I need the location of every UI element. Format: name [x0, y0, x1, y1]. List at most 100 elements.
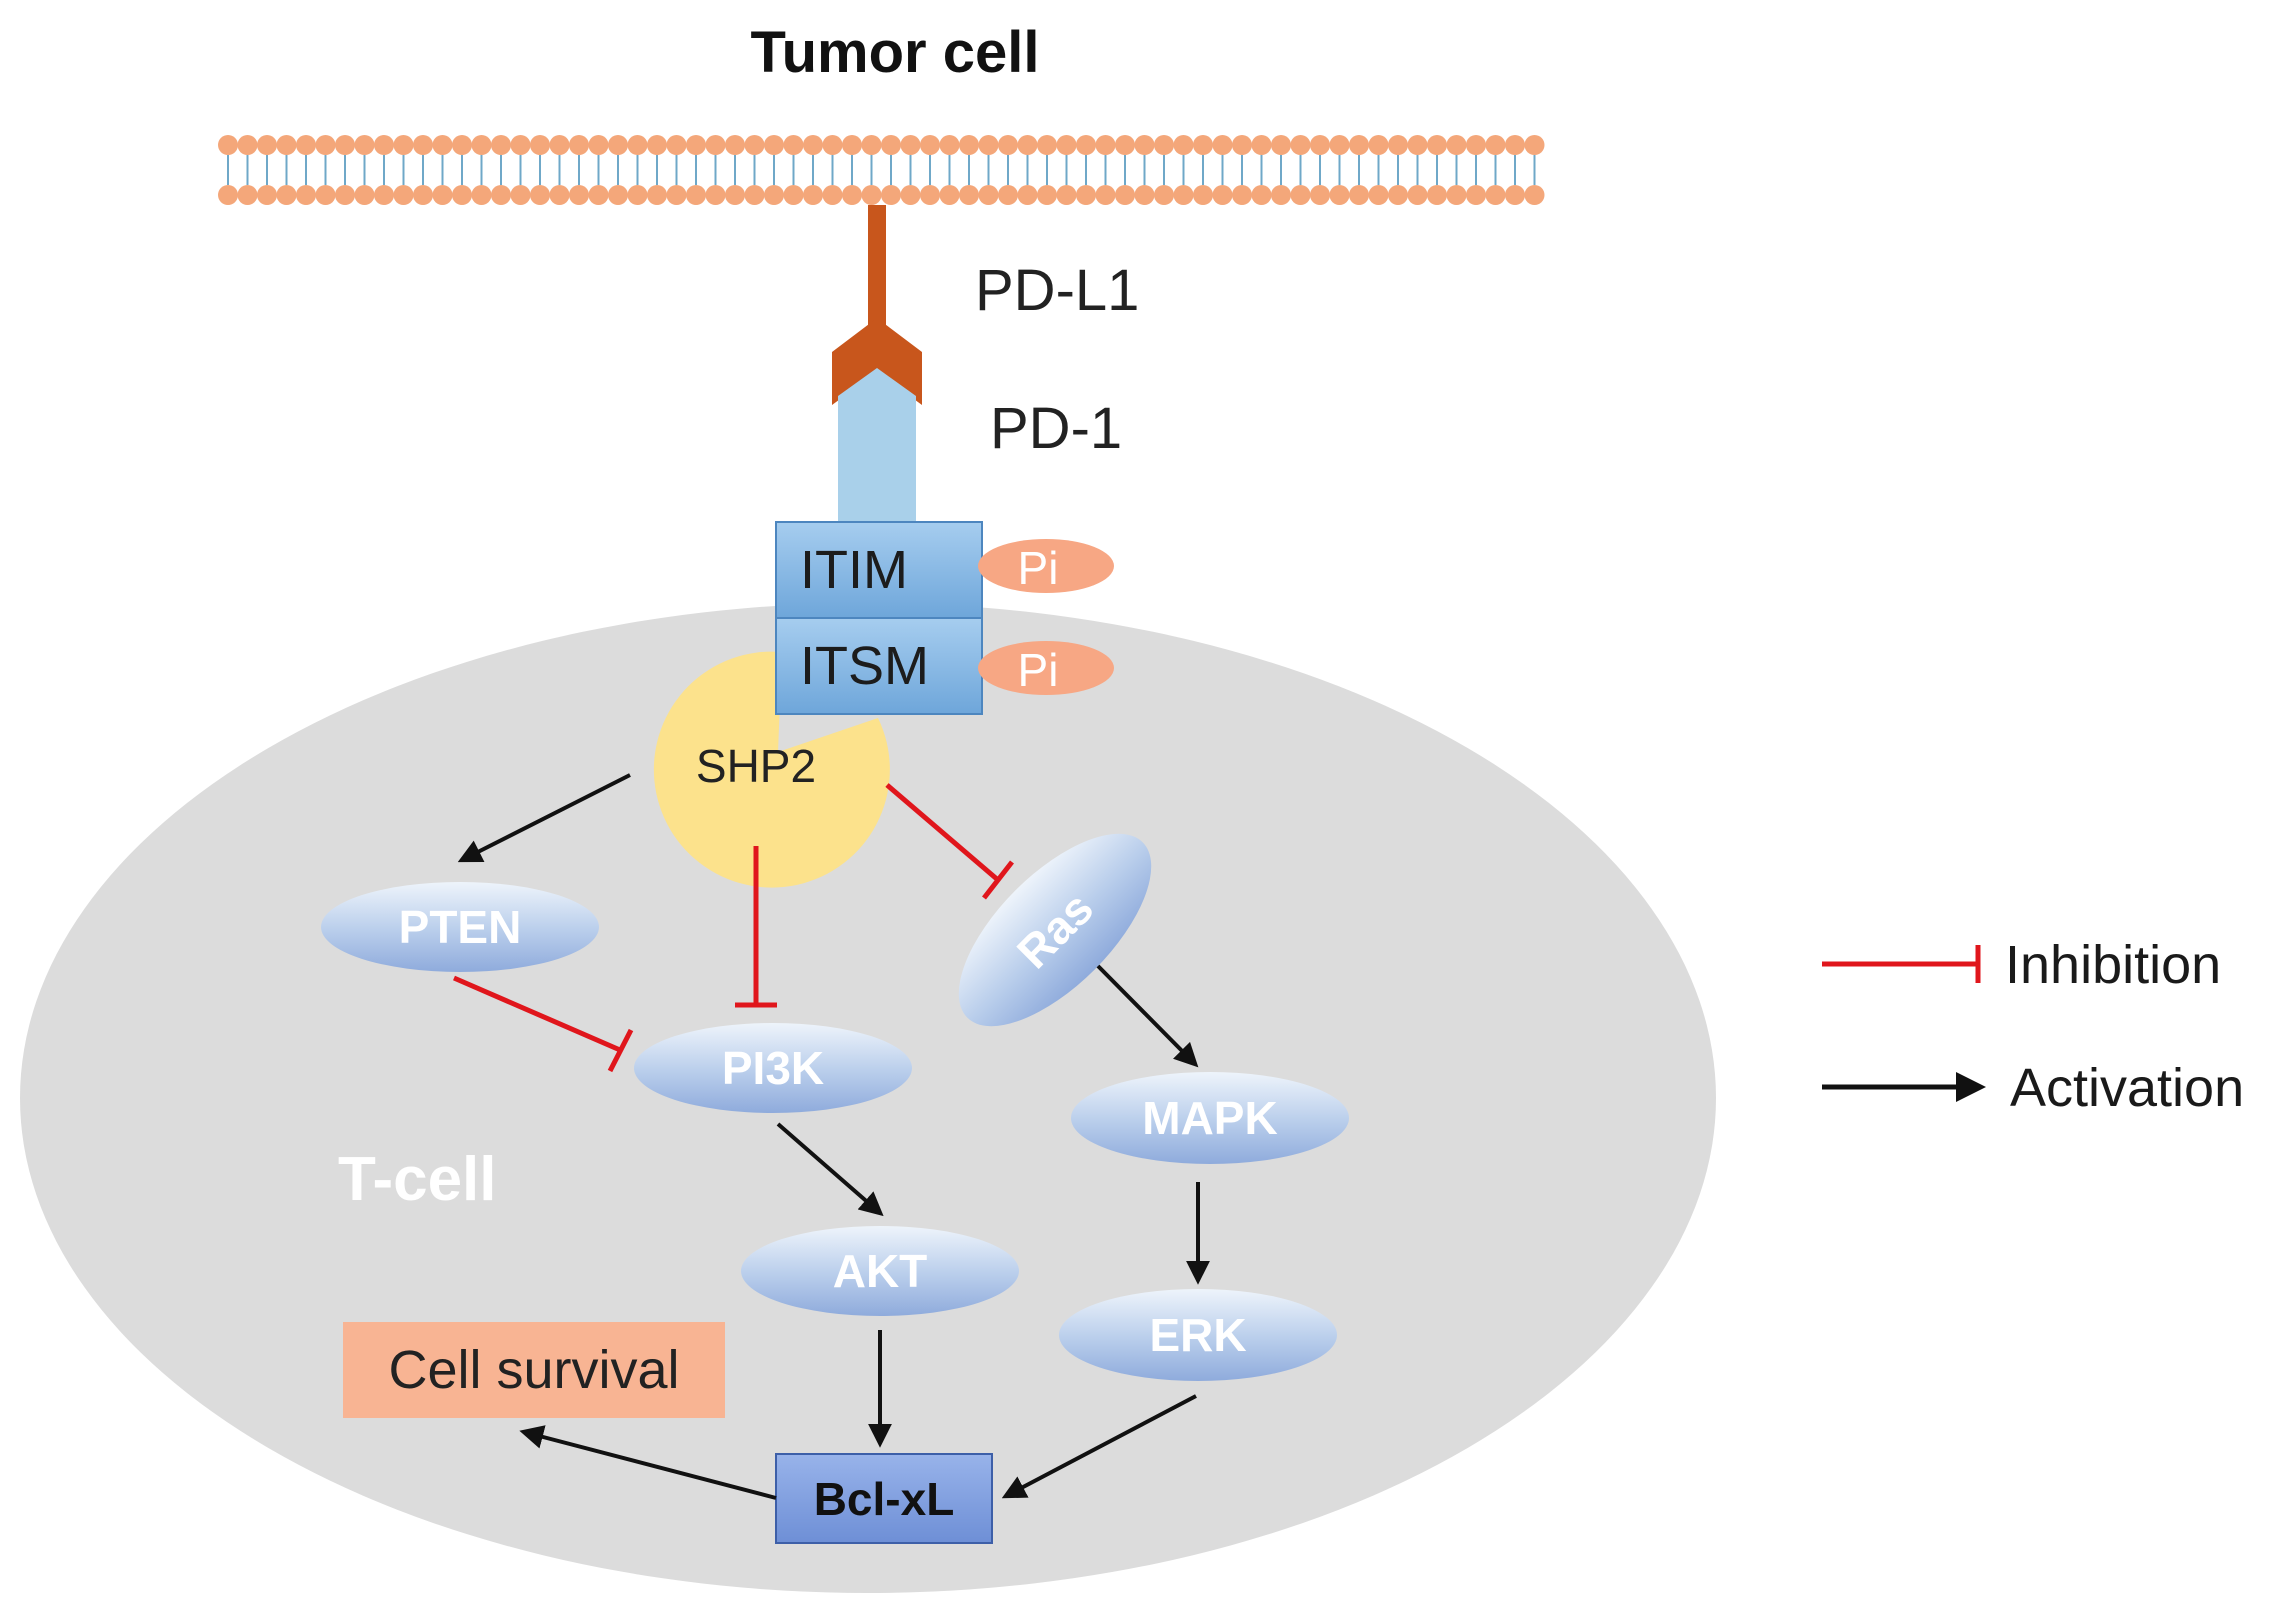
lipid-head: [822, 135, 843, 155]
lipid-head: [237, 185, 258, 205]
lipid-head: [861, 135, 882, 155]
lipid-head: [764, 135, 784, 155]
bcl-xl-label: Bcl-xL: [814, 1473, 955, 1525]
lipid-head: [354, 135, 375, 155]
lipid-head: [1212, 135, 1233, 155]
lipid-head: [1368, 185, 1389, 205]
pi3k-protein: [634, 1023, 912, 1113]
pd-1-receptor: [838, 368, 916, 522]
lipid-head: [725, 135, 745, 155]
lipid-head: [393, 135, 414, 155]
lipid-head: [959, 135, 979, 155]
lipid-head: [803, 135, 823, 155]
lipid-head: [549, 135, 570, 155]
lipid-head: [315, 185, 336, 205]
lipid-head: [1212, 185, 1233, 205]
lipid-head: [1095, 135, 1116, 155]
lipid-head: [705, 135, 726, 155]
pd-l1-label: PD-L1: [975, 258, 1139, 323]
lipid-head: [1037, 185, 1057, 205]
mapk-protein: [1071, 1072, 1349, 1164]
ras-protein: [958, 833, 1152, 1027]
lipid-head: [374, 135, 394, 155]
lipid-head: [978, 185, 999, 205]
erk-protein: [1059, 1289, 1337, 1381]
lipid-head: [1271, 185, 1291, 205]
lipid-head: [1427, 135, 1447, 155]
shp2-label: SHP2: [696, 740, 816, 792]
lipid-head: [939, 135, 960, 155]
lipid-head: [608, 185, 628, 205]
lipid-head: [764, 185, 784, 205]
lipid-head: [1446, 185, 1467, 205]
lipid-head: [978, 135, 999, 155]
lipid-head: [1154, 185, 1174, 205]
lipid-head: [315, 135, 336, 155]
legend-inhibition-symbol: [1822, 945, 1981, 983]
lipid-head: [1407, 185, 1428, 205]
lipid-head: [744, 185, 765, 205]
lipid-head: [1076, 185, 1096, 205]
lipid-head: [1173, 135, 1194, 155]
lipid-head: [432, 185, 453, 205]
pd-1-label: PD-1: [990, 396, 1122, 461]
lipid-head: [1154, 135, 1174, 155]
lipid-head: [1505, 135, 1525, 155]
lipid-head: [861, 185, 882, 205]
lipid-head: [1505, 185, 1525, 205]
pi-label-itim: Pi: [1018, 542, 1059, 594]
lipid-head: [569, 135, 589, 155]
lipid-head: [1407, 135, 1428, 155]
lipid-head: [471, 185, 492, 205]
lipid-head: [1427, 185, 1447, 205]
lipid-head: [296, 135, 316, 155]
lipid-head: [218, 135, 238, 155]
legend-inhibition-label: Inhibition: [2005, 935, 2221, 995]
lipid-head: [510, 135, 531, 155]
lipid-head: [686, 185, 706, 205]
lipid-head: [1017, 135, 1038, 155]
lipid-head: [1056, 135, 1077, 155]
lipid-head: [686, 135, 706, 155]
lipid-head: [491, 185, 511, 205]
lipid-head: [1329, 135, 1350, 155]
tumor-cell-title: Tumor cell: [751, 20, 1040, 85]
lipid-head: [1017, 185, 1038, 205]
lipid-head: [998, 185, 1018, 205]
lipid-head: [1466, 185, 1486, 205]
lipid-head: [1368, 135, 1389, 155]
lipid-head: [1310, 185, 1330, 205]
itsm-label: ITSM: [800, 636, 929, 696]
arrow-pi3k-to-akt: [776, 1122, 884, 1217]
lipid-head: [588, 135, 609, 155]
lipid-head: [452, 135, 472, 155]
lipid-head: [491, 135, 511, 155]
lipid-head: [647, 135, 667, 155]
lipid-head: [1232, 185, 1252, 205]
lipid-head: [783, 135, 804, 155]
lipid-head: [1290, 185, 1311, 205]
lipid-head: [939, 185, 960, 205]
lipid-head: [1076, 135, 1096, 155]
legend: Inhibition Activation: [1822, 935, 2244, 1118]
lipid-head: [1251, 135, 1272, 155]
lipid-head: [510, 185, 531, 205]
inhibit-shp2-to-pi3k: [735, 846, 777, 1008]
lipid-head: [335, 135, 355, 155]
lipid-head: [881, 185, 901, 205]
lipid-head: [237, 135, 258, 155]
lipid-head: [1466, 135, 1486, 155]
lipid-head: [881, 135, 901, 155]
lipid-head: [822, 185, 843, 205]
cell-survival-label: Cell survival: [388, 1340, 679, 1400]
lipid-head: [530, 135, 550, 155]
lipid-head: [803, 185, 823, 205]
arrow-ras-to-mapk: [1096, 964, 1199, 1068]
lipid-head: [569, 185, 589, 205]
bcl-xl-box: [775, 1453, 993, 1544]
legend-activation-label: Activation: [2010, 1058, 2244, 1118]
lipid-head: [705, 185, 726, 205]
lipid-head: [1446, 135, 1467, 155]
lipid-head: [1193, 135, 1213, 155]
